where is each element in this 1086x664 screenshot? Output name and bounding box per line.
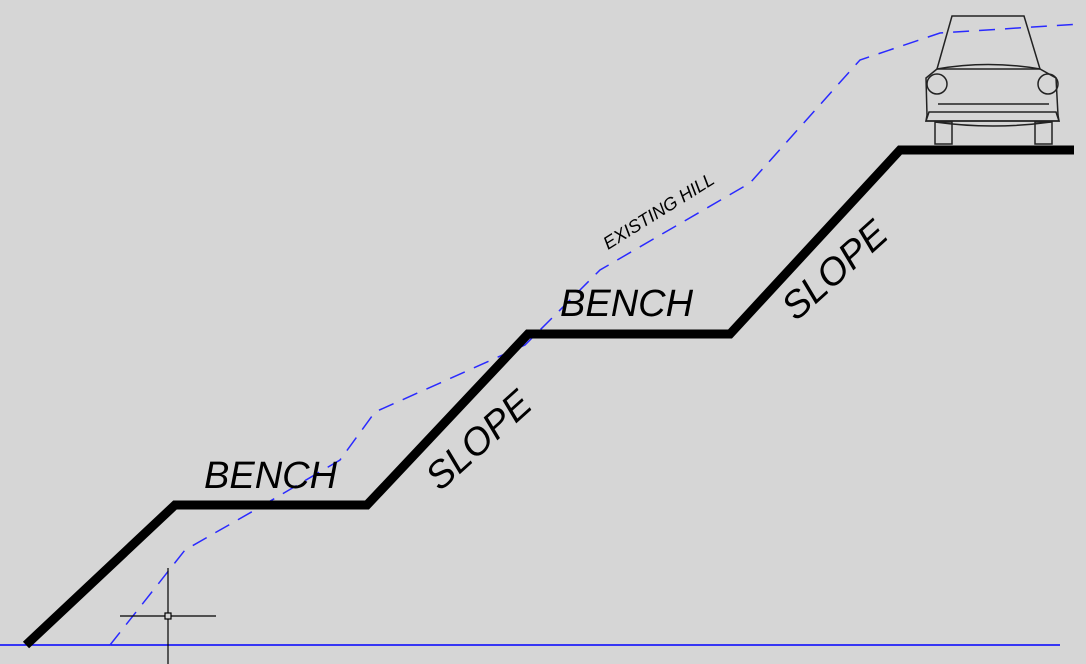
existing-hill-label: EXISTING HILL [600, 169, 718, 253]
bench-label-upper: BENCH [560, 283, 694, 325]
bench-label-lower: BENCH [204, 455, 338, 497]
slope-label-lower: SLOPE [418, 382, 541, 498]
existing-hill-line [109, 23, 1081, 646]
car-front-view-icon [924, 15, 1061, 145]
graded-profile-line [22, 145, 1074, 649]
crosshair-cursor-icon [120, 568, 216, 664]
